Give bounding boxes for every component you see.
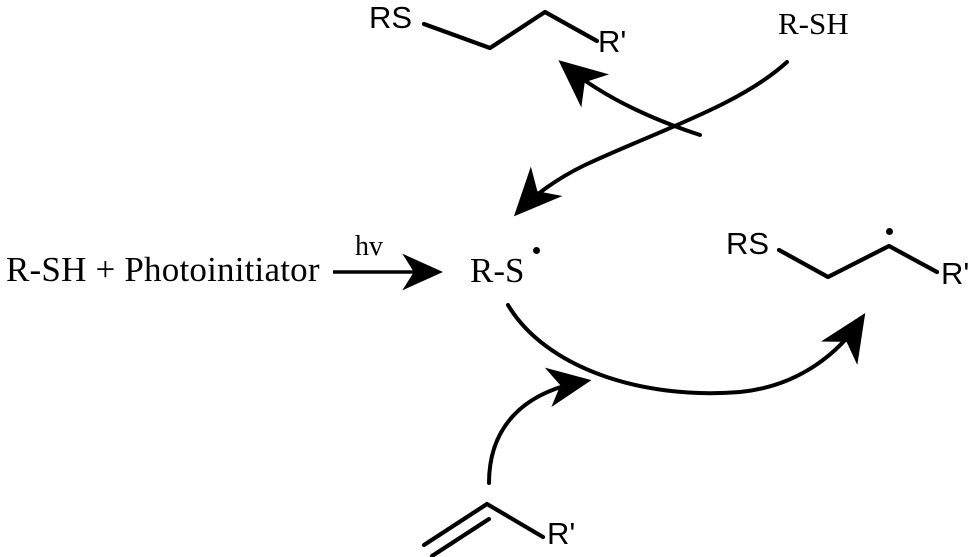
right-intermediate-structure (776, 243, 940, 280)
top-product-structure (421, 9, 600, 51)
initiation-condition-label: hv (355, 231, 383, 262)
chain-transfer-product-arrow (558, 60, 702, 137)
incoming-thiol-label: R-SH (778, 6, 849, 41)
right-intermediate-rs-label: RS (726, 226, 770, 261)
carbon-radical-dot-icon (886, 228, 893, 235)
top-product-rprime-label: R' (598, 24, 627, 59)
initiation-reactants-label: R-SH + Photoinitiator (6, 250, 320, 289)
alkene-entry-arrow (487, 367, 592, 485)
alkene-rprime-label: R' (547, 516, 576, 551)
thiyl-radical-label: R-S (470, 251, 525, 290)
bottom-alkene-structure (421, 501, 546, 557)
top-product-rs-label: RS (369, 0, 413, 35)
thiol-entry-arrow (513, 60, 789, 217)
right-intermediate-rprime-label: R' (941, 256, 970, 291)
thiyl-radical-dot-icon (533, 247, 540, 254)
propagation-arrow (506, 303, 866, 396)
